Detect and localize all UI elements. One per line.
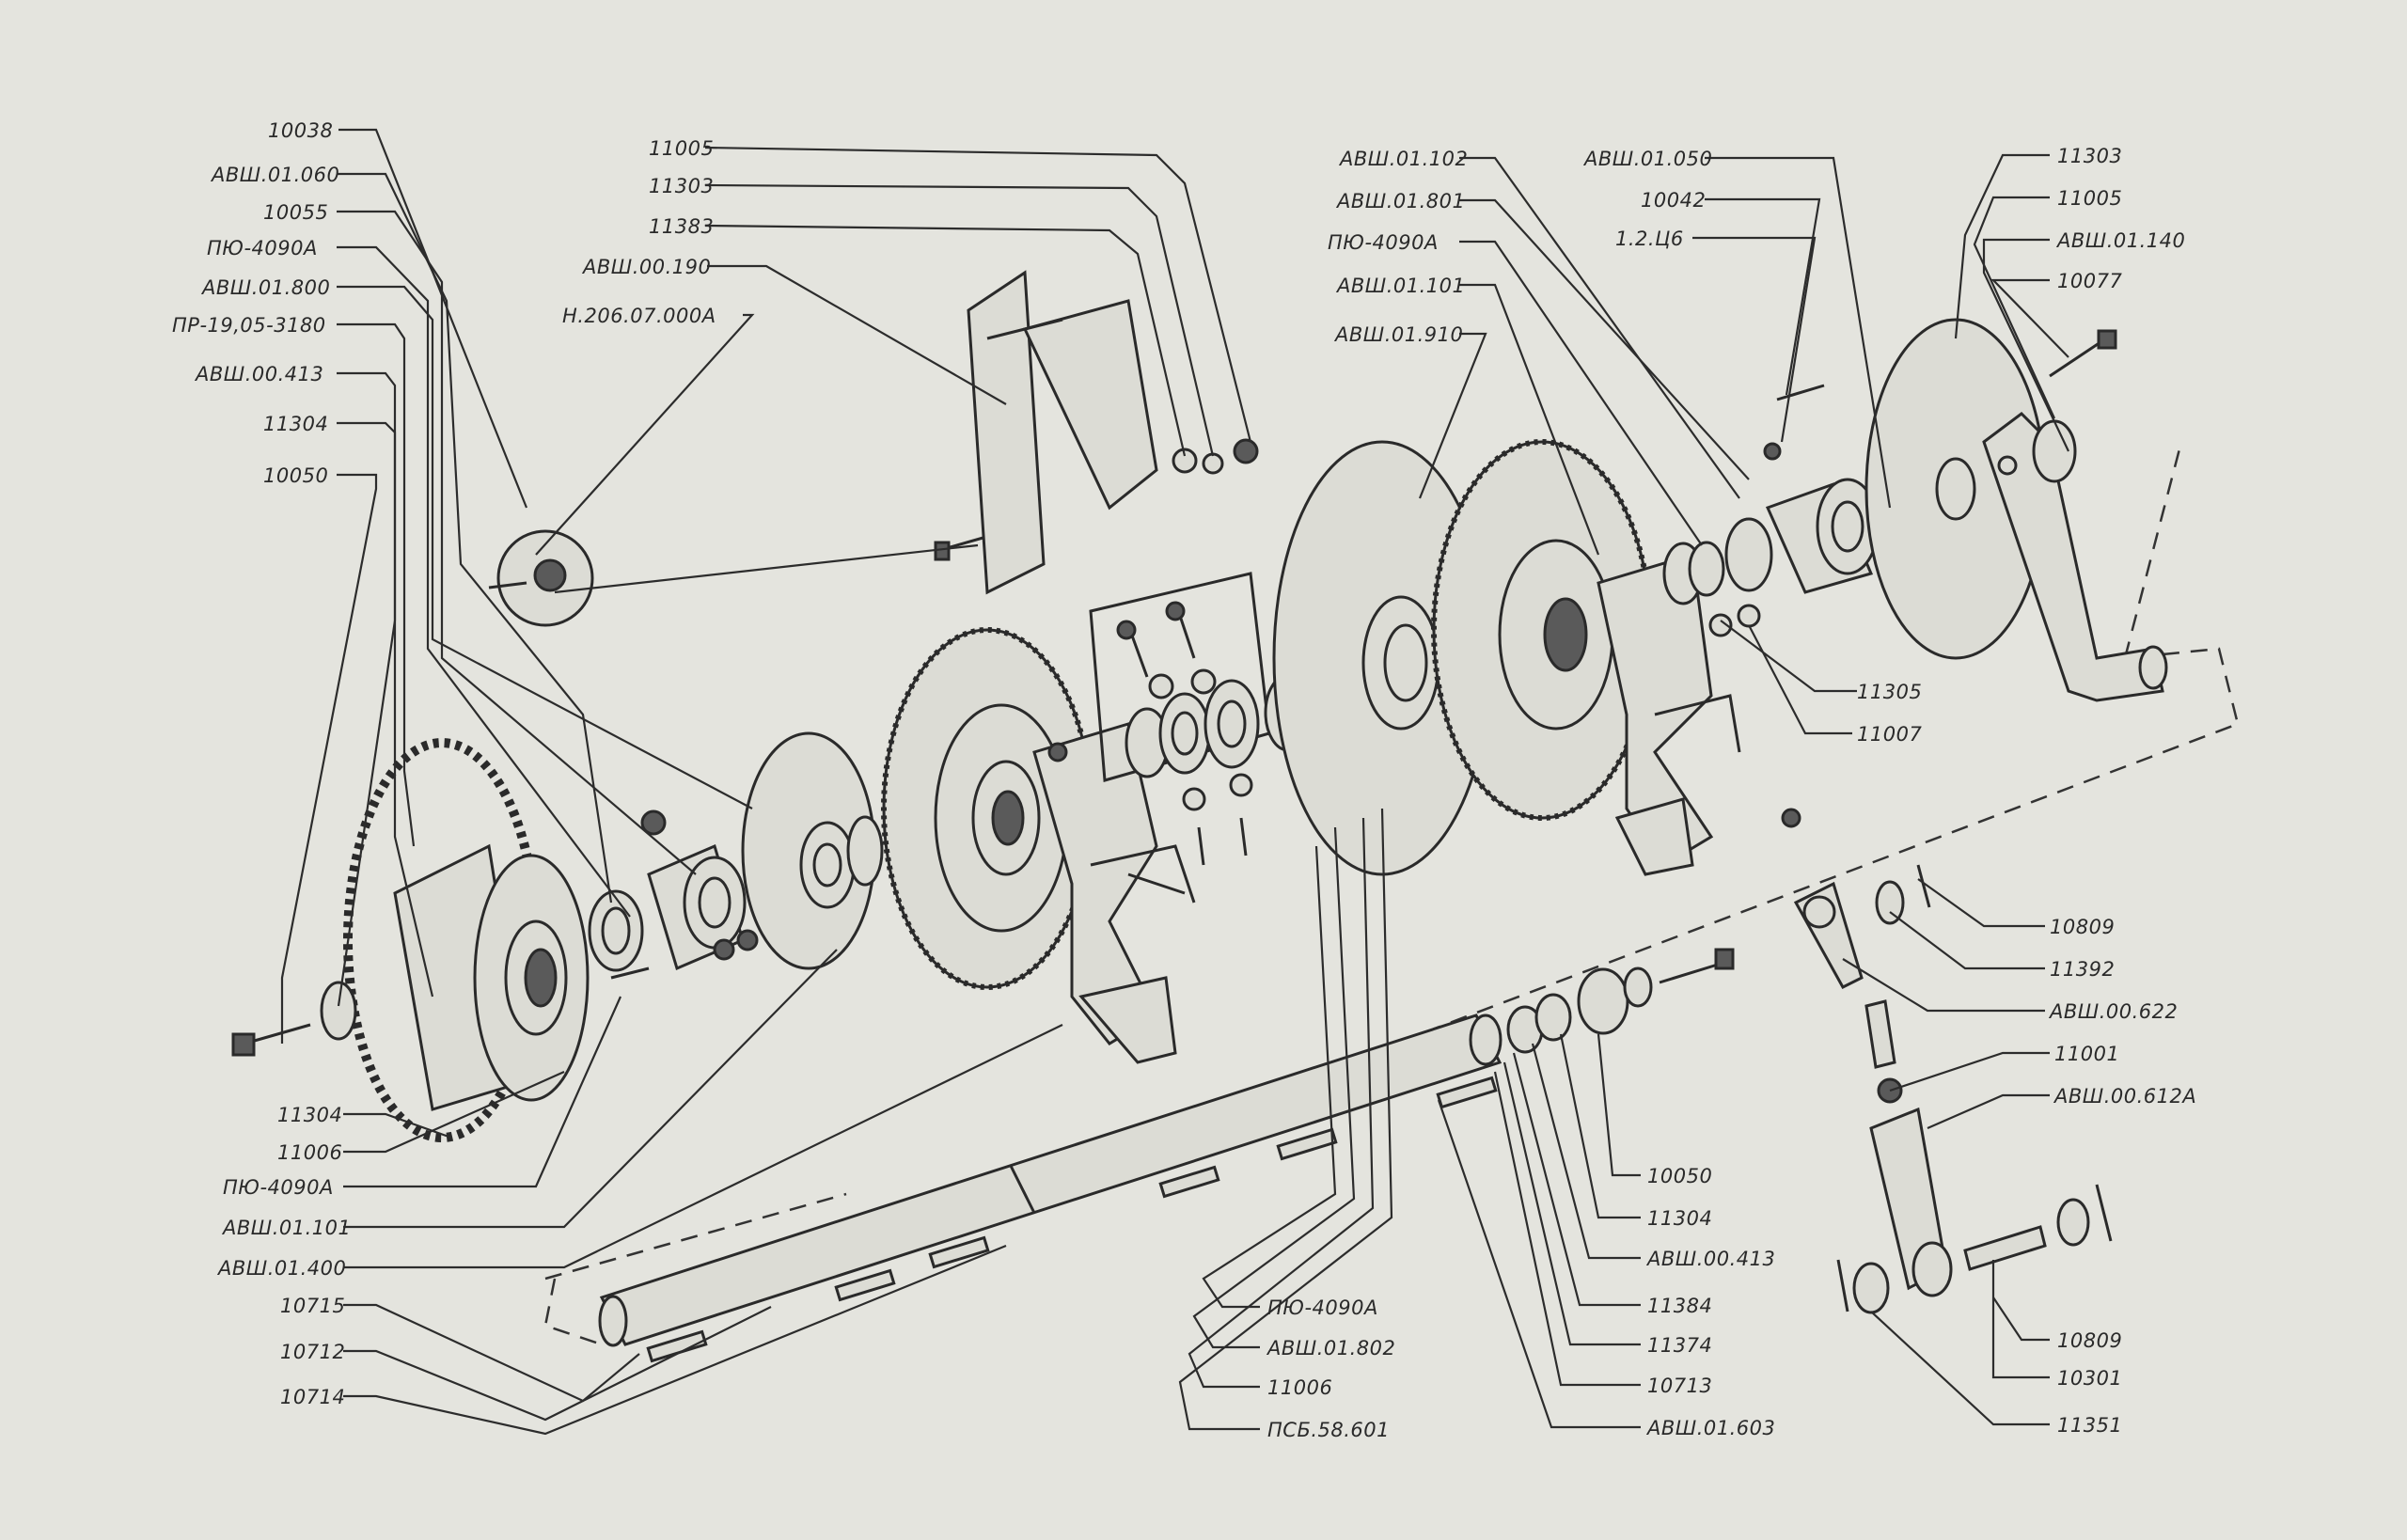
- label-avsh-00-413: АВШ.00.413: [194, 363, 323, 385]
- left-toothed-wheel: [881, 627, 1093, 990]
- label-10050-lower: 10050: [1647, 1165, 1712, 1187]
- part-labels: 10038 АВШ.01.060 10055 ПЮ-4090А АВШ.01.8…: [172, 119, 2196, 1441]
- label-pr-19-05-3180: ПР-19,05-3180: [172, 314, 326, 337]
- label-11005-right: 11005: [2057, 187, 2122, 210]
- right-bracket: [1597, 553, 1741, 876]
- label-10042: 10042: [1641, 189, 1706, 212]
- label-10050: 10050: [263, 464, 328, 487]
- label-11007: 11007: [1857, 723, 1922, 746]
- left-bracket: [1032, 722, 1196, 1064]
- label-avsh-01-102: АВШ.01.102: [1338, 148, 1468, 170]
- label-11005: 11005: [649, 137, 714, 160]
- label-10077: 10077: [2057, 270, 2122, 292]
- label-avsh-01-800: АВШ.01.800: [200, 276, 330, 299]
- small-sprocket: [488, 529, 1007, 627]
- small-disc: [741, 731, 884, 970]
- leader-lines: [280, 128, 2069, 1436]
- label-10055: 10055: [263, 201, 328, 224]
- label-11006-bottom: 11006: [1267, 1376, 1332, 1399]
- label-11374: 11374: [1647, 1334, 1712, 1357]
- label-avsh-01-801: АВШ.01.801: [1335, 190, 1465, 212]
- label-10301: 10301: [2057, 1367, 2122, 1390]
- label-pyu-4090a-lower: ПЮ-4090А: [223, 1176, 334, 1199]
- label-10712: 10712: [280, 1341, 345, 1363]
- label-10715: 10715: [280, 1295, 345, 1317]
- label-avsh-00-622: АВШ.00.622: [2048, 1000, 2178, 1023]
- label-10714: 10714: [280, 1386, 345, 1408]
- label-11383: 11383: [649, 215, 714, 238]
- middle-bearings: [1089, 572, 1313, 866]
- upper-lever: [1982, 329, 2168, 702]
- label-avsh-00-612a: АВШ.00.612А: [2053, 1085, 2196, 1108]
- label-11392: 11392: [2050, 958, 2115, 981]
- label-avsh-01-101-upper: АВШ.01.101: [1335, 275, 1465, 297]
- label-avsh-01-060: АВШ.01.060: [210, 164, 339, 186]
- shaft: [598, 1014, 1502, 1363]
- label-n-206-07-000a: Н.206.07.000А: [562, 305, 716, 327]
- label-pyu-4090a-upper: ПЮ-4090А: [1328, 231, 1439, 254]
- lower-linkage: [1793, 864, 2113, 1314]
- label-avsh-01-400: АВШ.01.400: [216, 1257, 346, 1280]
- label-10713: 10713: [1647, 1375, 1712, 1397]
- chain-sprocket-assembly: [231, 738, 590, 1142]
- label-11351: 11351: [2057, 1414, 2122, 1437]
- label-10809-lower: 10809: [2057, 1329, 2122, 1352]
- label-11304: 11304: [263, 413, 328, 435]
- label-pyu-4090a: ПЮ-4090А: [207, 237, 318, 259]
- label-avsh-01-140: АВШ.01.140: [2055, 229, 2185, 252]
- label-11304-mid: 11304: [1647, 1207, 1712, 1230]
- upper-bracket-plate: [967, 270, 1259, 595]
- label-avsh-01-910: АВШ.01.910: [1333, 323, 1463, 346]
- parts-drawing: [231, 270, 2240, 1363]
- label-11006-lower: 11006: [277, 1141, 342, 1164]
- label-11001: 11001: [2054, 1043, 2119, 1065]
- label-avsh-01-802: АВШ.01.802: [1266, 1337, 1395, 1359]
- label-10809: 10809: [2050, 916, 2115, 938]
- left-bearings: [588, 809, 759, 980]
- label-avsh-01-603: АВШ.01.603: [1645, 1417, 1775, 1439]
- label-11304-lower: 11304: [277, 1104, 342, 1126]
- label-avsh-01-050: АВШ.01.050: [1582, 148, 1712, 170]
- label-pyu-4090a-bottom: ПЮ-4090А: [1267, 1296, 1378, 1319]
- label-11384: 11384: [1647, 1295, 1712, 1317]
- label-11305: 11305: [1857, 681, 1922, 703]
- label-avsh-01-101-lower: АВШ.01.101: [221, 1217, 351, 1239]
- label-psb-58-601: ПСБ.58.601: [1267, 1419, 1390, 1441]
- far-right-disc: [1864, 318, 2047, 660]
- label-10038: 10038: [268, 119, 333, 142]
- label-avsh-00-413-lower: АВШ.00.413: [1645, 1248, 1775, 1270]
- label-11303-right: 11303: [2057, 145, 2122, 167]
- bottom-washers: [1506, 948, 1735, 1054]
- label-avsh-00-190: АВШ.00.190: [581, 256, 711, 278]
- label-1-2-ts6: 1.2.Ц6: [1615, 228, 1684, 250]
- label-11303: 11303: [649, 175, 714, 197]
- right-bearings: [1662, 384, 1880, 828]
